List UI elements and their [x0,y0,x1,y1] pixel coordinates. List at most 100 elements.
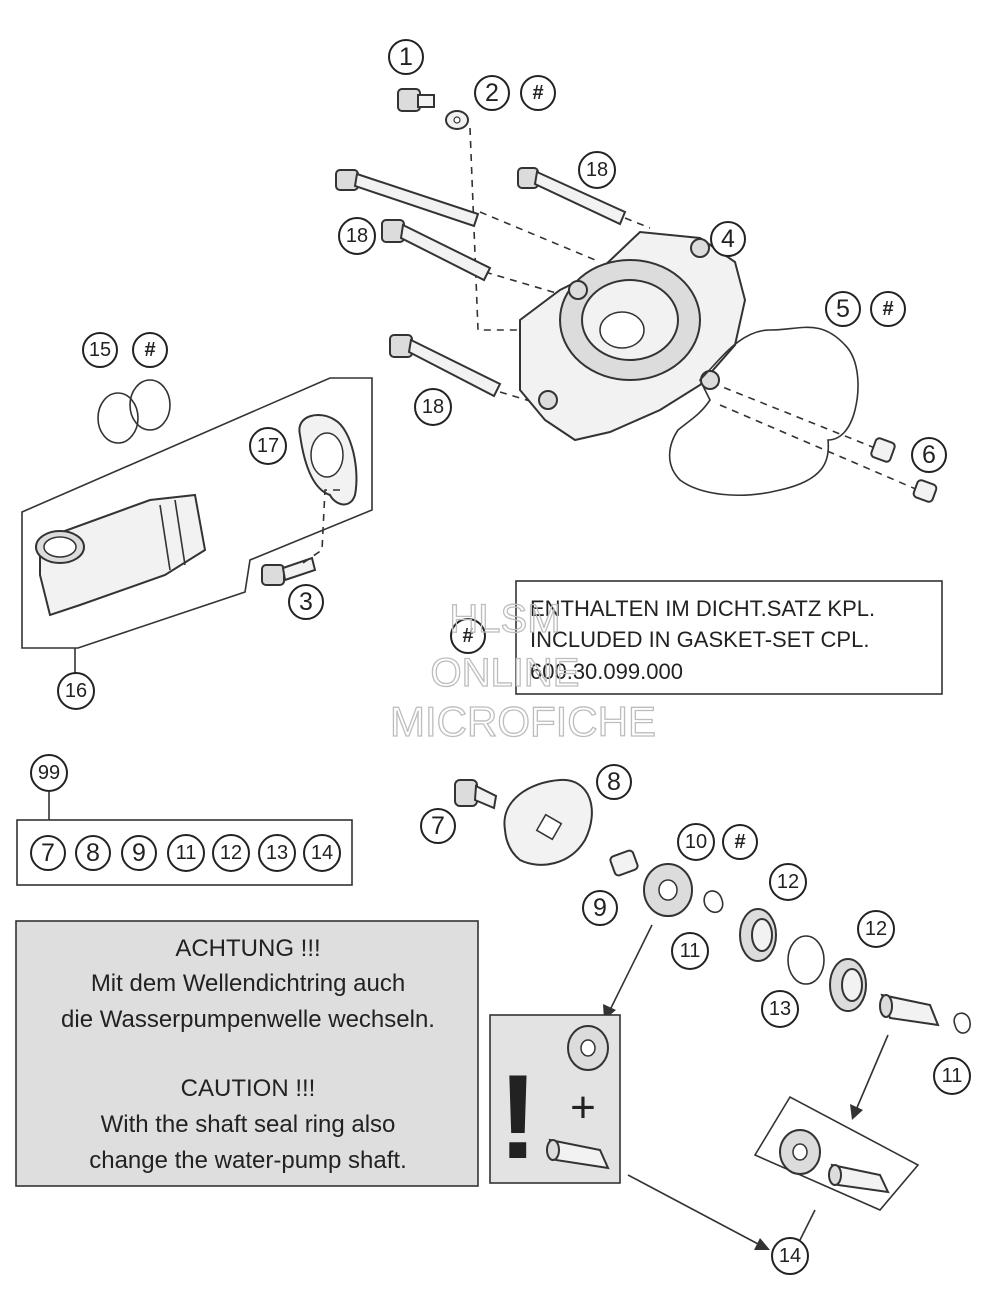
svg-text:MICROFICHE: MICROFICHE [390,698,656,745]
svg-text:2: 2 [485,79,499,107]
callout-17: 17 [249,427,287,465]
warning-title-de: ACHTUNG !!! [175,935,320,962]
callout-18-a: 18 [578,151,616,189]
svg-text:9: 9 [132,839,146,867]
svg-text:#: # [462,625,473,647]
svg-text:6: 6 [922,441,936,469]
svg-text:99: 99 [38,762,60,784]
warning-text-de-2: die Wasserpumpenwelle wechseln. [61,1006,435,1033]
kit-item-11: 11 [167,834,205,872]
connector-group [21,377,373,675]
screw-part-3 [261,556,317,586]
svg-text:15: 15 [89,339,111,361]
gasket-note-line-3: 600.30.099.000 [530,659,683,684]
svg-text:11: 11 [176,842,197,864]
svg-text:#: # [144,339,155,361]
gasket-note: # ENTHALTEN IM DICHT.SATZ KPL. INCLUDED … [450,580,943,695]
svg-text:12: 12 [865,918,887,940]
callout-8: 8 [596,764,632,800]
gasket-note-line-2: INCLUDED IN GASKET-SET CPL. [530,627,869,652]
kit-item-14: 14 [303,834,341,872]
shaft-part [879,993,940,1027]
svg-text:12: 12 [777,871,799,893]
callout-15-hash: # [132,332,168,368]
callout-12-a: 12 [769,863,807,901]
svg-text:ONLINE: ONLINE [431,651,580,695]
svg-text:18: 18 [422,396,444,418]
callout-13: 13 [761,990,799,1028]
svg-text:13: 13 [769,998,791,1020]
svg-text:1: 1 [399,43,413,71]
bolt-part-18-b [381,219,492,282]
svg-text:8: 8 [607,768,621,796]
kit-item-12: 12 [212,834,250,872]
svg-text:4: 4 [721,225,735,253]
callout-4: 4 [710,221,746,257]
oring-part-5 [668,326,859,496]
svg-text:#: # [734,831,745,853]
callout-10: 10 [677,823,715,861]
callout-5-hash: # [870,291,906,327]
pipe-elbow-part-16 [35,493,207,617]
svg-text:12: 12 [220,842,242,864]
gasket-note-line-1: ENTHALTEN IM DICHT.SATZ KPL. [530,596,875,621]
callout-2: 2 [474,75,510,111]
bearing-part-12-a [739,908,777,962]
bolt-part-7 [454,779,498,810]
seal-part-10 [643,863,693,917]
watermark: HLSM ONLINE MICROFICHE [389,596,656,745]
callout-99: 99 [30,754,68,792]
kit-outline-16 [21,377,373,649]
callout-12-b: 12 [857,910,895,948]
bolt-part-18-c [517,167,627,226]
callout-16: 16 [57,672,95,710]
svg-text:18: 18 [346,225,368,247]
kit-99-box: 7 8 9 11 12 13 14 [16,819,353,886]
plus-sign: + [570,1083,596,1132]
svg-text:5: 5 [836,295,850,323]
warning-text-en-2: change the water-pump shaft. [89,1147,407,1174]
callout-11-a: 11 [671,932,709,970]
kit-item-8: 8 [75,835,111,871]
pump-cover-group [335,88,938,503]
oring-part-15-a [97,392,139,444]
svg-text:16: 16 [65,680,87,702]
svg-text:9: 9 [593,894,607,922]
callout-6: 6 [911,437,947,473]
svg-text:14: 14 [311,842,333,864]
svg-text:17: 17 [257,435,279,457]
washer-part-9 [609,849,639,877]
svg-text:HLSM: HLSM [449,597,560,641]
pump-cover-part-4 [519,230,747,442]
svg-text:13: 13 [266,842,288,864]
svg-text:3: 3 [299,588,313,616]
circlip-part-11-a [703,890,724,914]
warning-title-en: CAUTION !!! [181,1075,316,1102]
svg-text:7: 7 [41,839,55,867]
callout-1: 1 [388,39,424,75]
gasket-note-hash: # [450,618,486,654]
circlip-part-11-b [953,1012,971,1034]
flange-gasket-part-17 [298,414,358,506]
shaft-seal-box [753,1095,920,1211]
callout-5: 5 [825,291,861,327]
circlip-part-13 [787,935,825,985]
svg-text:#: # [882,298,893,320]
svg-text:8: 8 [86,839,100,867]
callout-9: 9 [582,890,618,926]
callout-3: 3 [288,584,324,620]
warning-text-de-1: Mit dem Wellendichtring auch [91,970,405,997]
bearing-part-12-b [829,958,867,1012]
callout-11-b: 11 [933,1057,971,1095]
callout-18-c: 18 [414,388,452,426]
impeller-group [454,778,971,1250]
oring-part-15-b [129,379,171,431]
warning-text-en-1: With the shaft seal ring also [101,1111,396,1138]
kit-item-7: 7 [30,835,66,871]
svg-text:11: 11 [942,1065,963,1087]
callout-7: 7 [420,808,456,844]
warning-box: ACHTUNG !!! Mit dem Wellendichtring auch… [15,920,479,1187]
callout-15: 15 [82,332,118,368]
callout-2-hash: # [520,75,556,111]
